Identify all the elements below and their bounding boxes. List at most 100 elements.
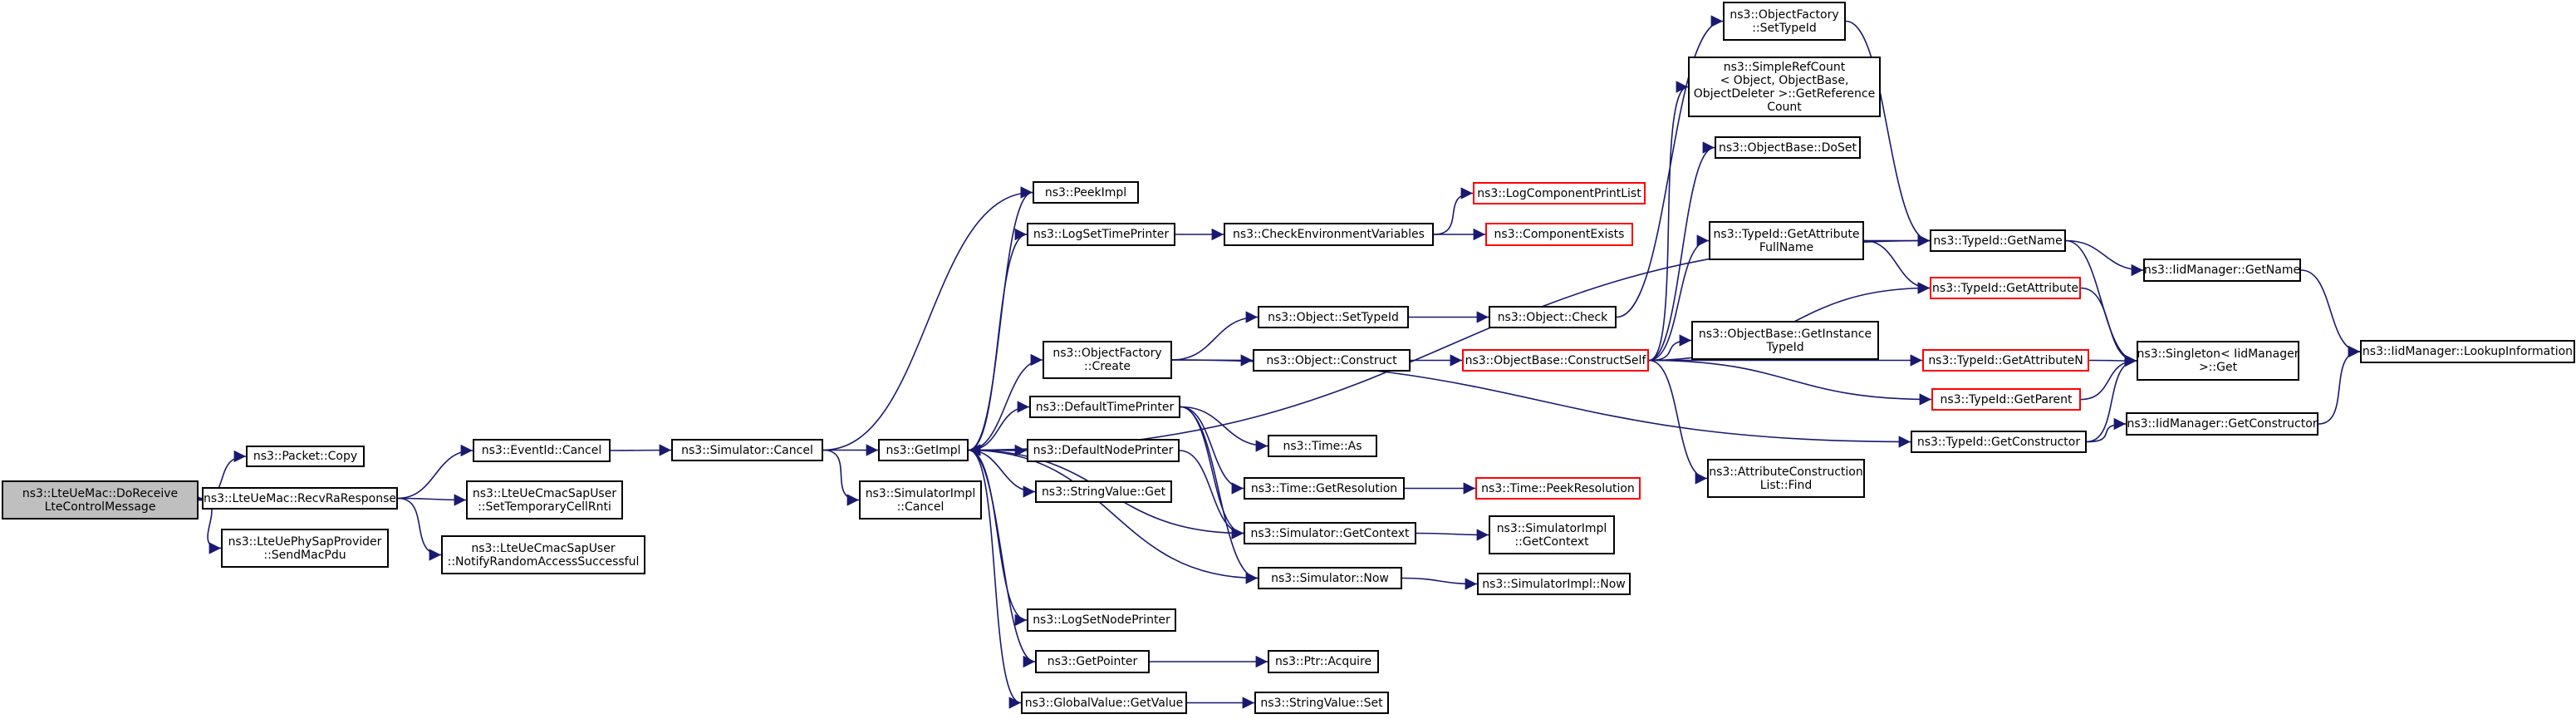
node-defaulttime[interactable]: ns3::DefaultTimePrinter bbox=[1029, 396, 1180, 418]
node-time-as[interactable]: ns3::Time::As bbox=[1268, 435, 1377, 457]
node-label-line: < Object, ObjectBase, bbox=[1720, 73, 1849, 87]
node-objfactory-create[interactable]: ns3::ObjectFactory::Create bbox=[1043, 341, 1172, 379]
node-iid-getconstructor[interactable]: ns3::IidManager::GetConstructor bbox=[2126, 412, 2318, 436]
edge-defaulttime-to-time_as bbox=[1180, 406, 1268, 452]
edge-getimpl-to-objfactory_create bbox=[968, 353, 1043, 451]
node-time-getres[interactable]: ns3::Time::GetResolution bbox=[1244, 477, 1405, 500]
node-label-line: ns3::LteUePhySapProvider bbox=[228, 534, 382, 549]
node-label-line: List::Find bbox=[1759, 478, 1813, 492]
node-sim-cancel[interactable]: ns3::Simulator::Cancel bbox=[671, 439, 823, 461]
node-notify-ra[interactable]: ns3::LteUeCmacSapUser::NotifyRandomAcces… bbox=[441, 535, 645, 574]
node-label-line: ns3::ObjectBase::DoSet bbox=[1719, 140, 1857, 155]
node-simimpl-cancel[interactable]: ns3::SimulatorImpl::Cancel bbox=[859, 480, 982, 520]
edge-recv_ra-to-notify_ra bbox=[397, 497, 442, 561]
node-sim-now[interactable]: ns3::Simulator::Now bbox=[1258, 567, 1402, 589]
node-obj-check[interactable]: ns3::Object::Check bbox=[1489, 306, 1617, 328]
node-label-line: ns3::GetPointer bbox=[1047, 655, 1138, 668]
node-typeid-getattrn[interactable]: ns3::TypeId::GetAttributeN bbox=[1922, 349, 2089, 372]
edge-typeid_getattrn-to-singleton bbox=[2088, 354, 2137, 367]
node-ptr-acquire[interactable]: ns3::Ptr::Acquire bbox=[1268, 650, 1379, 673]
node-label-line: ::Cancel bbox=[896, 500, 945, 514]
node-label-line: ns3::SimulatorImpl::Now bbox=[1482, 577, 1626, 591]
node-label-line: TypeId bbox=[1766, 340, 1804, 354]
node-recv-ra[interactable]: ns3::LteUeMac::RecvRaResponse bbox=[202, 487, 398, 510]
node-label-line: ns3::Simulator::GetContext bbox=[1250, 526, 1410, 540]
edge-constructself-to-attrlist_find bbox=[1648, 359, 1708, 485]
node-label-line: ns3::TypeId::GetAttribute bbox=[1932, 281, 2078, 295]
node-typeid-getconstructor[interactable]: ns3::TypeId::GetConstructor bbox=[1911, 431, 2087, 453]
edge-iid_getname-to-iid_lookup bbox=[2300, 269, 2361, 358]
node-logsetnode[interactable]: ns3::LogSetNodePrinter bbox=[1027, 608, 1176, 632]
node-label-line: ns3::GlobalValue::GetValue bbox=[1024, 696, 1184, 710]
node-simimpl-getcontext[interactable]: ns3::SimulatorImpl::GetContext bbox=[1489, 515, 1615, 554]
node-singleton[interactable]: ns3::Singleton< IidManager>::Get bbox=[2137, 341, 2299, 381]
node-packet-copy[interactable]: ns3::Packet::Copy bbox=[246, 446, 365, 467]
node-checkenv[interactable]: ns3::CheckEnvironmentVariables bbox=[1224, 223, 1434, 246]
node-label-line: ns3::StringValue::Set bbox=[1260, 696, 1383, 710]
edge-defaulttime-to-time_getres bbox=[1180, 406, 1244, 495]
node-label-line: ns3::SimpleRefCount bbox=[1723, 60, 1846, 74]
edge-objfactory_create-to-typeid_getconstructor bbox=[1171, 359, 1911, 448]
edge-getimpl-to-globalvalue bbox=[968, 449, 1022, 709]
edge-sim_now-to-simimpl_now bbox=[1401, 577, 1478, 590]
node-label-line: ns3::Time::PeekResolution bbox=[1481, 481, 1635, 495]
node-obj-construct[interactable]: ns3::Object::Construct bbox=[1253, 349, 1411, 372]
node-compexists[interactable]: ns3::ComponentExists bbox=[1485, 223, 1633, 246]
node-typeid-getparent[interactable]: ns3::TypeId::GetParent bbox=[1931, 388, 2081, 411]
edge-recv_ra-to-eventid_cancel bbox=[397, 444, 473, 500]
node-typeid-getattr[interactable]: ns3::TypeId::GetAttribute bbox=[1930, 277, 2081, 299]
node-label-line: ns3::IidManager::GetConstructor bbox=[2127, 417, 2318, 431]
node-label-line: ns3::Object::Check bbox=[1497, 310, 1608, 324]
edge-objfactory_create-to-obj_settypeid bbox=[1171, 311, 1259, 361]
edge-defaultnode-to-sim_getcontext bbox=[1179, 450, 1244, 539]
node-stringvalue-set[interactable]: ns3::StringValue::Set bbox=[1254, 692, 1389, 714]
node-label-line: FullName bbox=[1759, 240, 1814, 254]
edge-constructself-to-typeid_getparent bbox=[1648, 359, 1932, 406]
node-eventid-cancel[interactable]: ns3::EventId::Cancel bbox=[473, 439, 611, 462]
node-iid-lookup[interactable]: ns3::IidManager::LookupInformation bbox=[2360, 340, 2575, 363]
node-label-line: >::Get bbox=[2198, 361, 2238, 374]
node-label-line: ns3::ObjectFactory bbox=[1052, 347, 1162, 360]
edge-constructself-to-getinstance bbox=[1648, 334, 1692, 362]
node-refcount[interactable]: ns3::SimpleRefCount< Object, ObjectBase,… bbox=[1688, 57, 1881, 117]
node-label-line: ns3::DefaultNodePrinter bbox=[1033, 444, 1174, 457]
node-simimpl-now[interactable]: ns3::SimulatorImpl::Now bbox=[1477, 573, 1631, 595]
edge-typeid_getname-to-singleton bbox=[2065, 239, 2137, 367]
node-sim-getcontext[interactable]: ns3::Simulator::GetContext bbox=[1244, 522, 1416, 544]
node-label-line: ns3::TypeId::GetAttribute bbox=[1713, 227, 1860, 241]
node-constructself[interactable]: ns3::ObjectBase::ConstructSelf bbox=[1462, 349, 1649, 372]
node-defaultnode[interactable]: ns3::DefaultNodePrinter bbox=[1027, 439, 1180, 462]
node-getpointer[interactable]: ns3::GetPointer bbox=[1035, 650, 1150, 673]
node-time-peekres[interactable]: ns3::Time::PeekResolution bbox=[1475, 477, 1641, 500]
node-label-line: ::SetTypeId bbox=[1752, 21, 1817, 35]
node-logsettime[interactable]: ns3::LogSetTimePrinter bbox=[1027, 223, 1175, 246]
node-label-line: ::SendMacPdu bbox=[263, 548, 346, 562]
node-phy-send[interactable]: ns3::LteUePhySapProvider::SendMacPdu bbox=[221, 529, 389, 568]
node-label-line: ns3::LteUeCmacSapUser bbox=[471, 541, 616, 555]
node-getimpl[interactable]: ns3::GetImpl bbox=[878, 439, 969, 461]
edge-iid_getconstructor-to-iid_lookup bbox=[2318, 345, 2361, 425]
node-ob-doset[interactable]: ns3::ObjectBase::DoSet bbox=[1715, 136, 1861, 159]
edge-recv_ra-to-set_temp bbox=[397, 494, 467, 506]
node-set-temp[interactable]: ns3::LteUeCmacSapUser::SetTemporaryCellR… bbox=[466, 480, 623, 520]
node-peekimpl[interactable]: ns3::PeekImpl bbox=[1033, 181, 1139, 204]
edge-sim_cancel-to-simimpl_cancel bbox=[822, 449, 860, 506]
node-logcomp[interactable]: ns3::LogComponentPrintList bbox=[1473, 182, 1646, 204]
node-of-settypeid[interactable]: ns3::ObjectFactory::SetTypeId bbox=[1723, 2, 1846, 41]
node-stringvalue-get[interactable]: ns3::StringValue::Get bbox=[1035, 480, 1172, 503]
node-obj-settypeid[interactable]: ns3::Object::SetTypeId bbox=[1258, 306, 1409, 328]
node-label-line: ::NotifyRandomAccessSuccessful bbox=[447, 554, 640, 569]
node-label-line: ns3::LteUeMac::DoReceive bbox=[22, 486, 179, 500]
node-globalvalue[interactable]: ns3::GlobalValue::GetValue bbox=[1021, 692, 1187, 714]
edge-of_settypeid-to-typeid_getname bbox=[1845, 20, 1931, 247]
node-label-line: ns3::SimulatorImpl bbox=[1496, 521, 1607, 535]
node-label-line: ns3::IidManager::GetName bbox=[2143, 263, 2301, 277]
node-typeid-getname[interactable]: ns3::TypeId::GetName bbox=[1930, 229, 2066, 252]
node-label-line: ns3::TypeId::GetParent bbox=[1940, 392, 2073, 406]
node-iid-getname[interactable]: ns3::IidManager::GetName bbox=[2143, 259, 2301, 282]
